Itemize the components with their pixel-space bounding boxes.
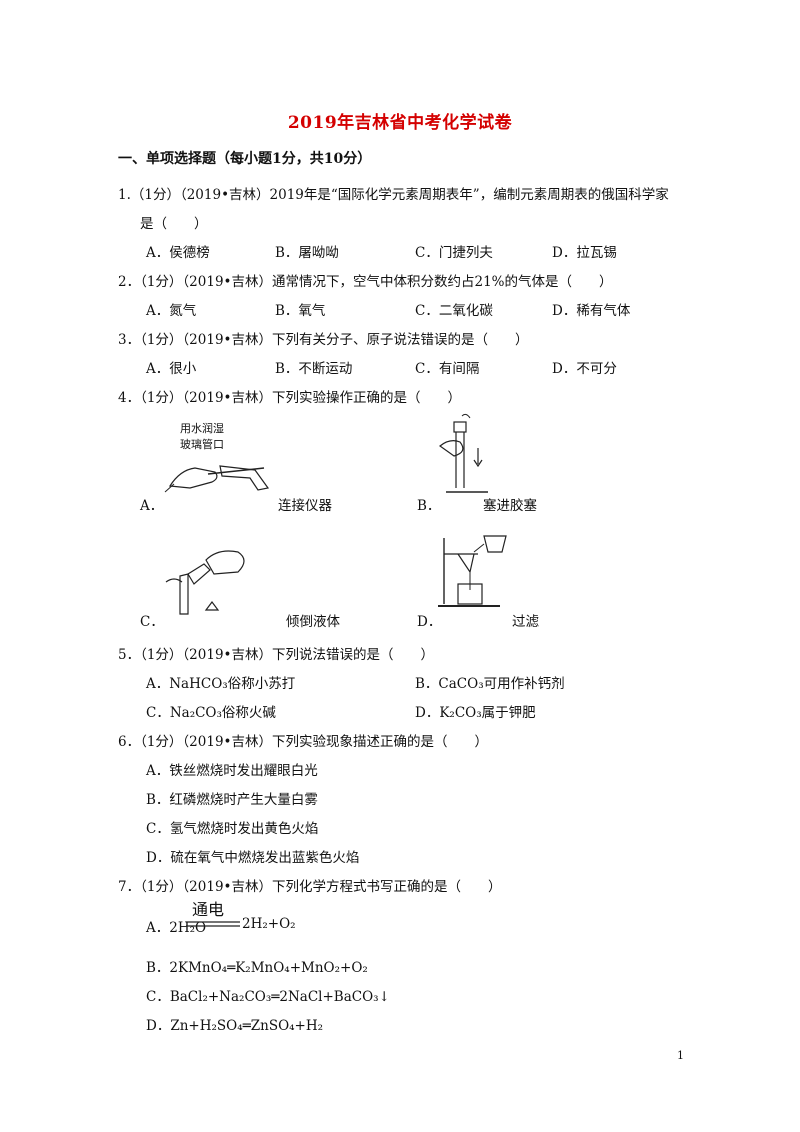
q4-stem: 4．（1分）（2019•吉林）下列实验操作正确的是（ ） — [118, 390, 461, 406]
q3-option-c: C．有间隔 — [415, 361, 480, 377]
q1-stem-line2: 是（ ） — [140, 216, 208, 232]
q5-option-a: A．NaHCO₃俗称小苏打 — [146, 676, 296, 692]
q6-option-b: B．红磷燃烧时产生大量白雾 — [146, 792, 318, 808]
q4-figure-d — [438, 535, 507, 607]
q4-figure-a — [164, 465, 270, 493]
q6-option-a: A．铁丝燃烧时发出耀眼白光 — [146, 763, 318, 779]
q4-fig-a-note2: 玻璃管口 — [180, 438, 224, 451]
q6-option-c: C．氢气燃烧时发出黄色火焰 — [146, 821, 319, 837]
q4-option-d-caption: 过滤 — [512, 614, 539, 630]
q7-option-c: C．BaCl₂+Na₂CO₃═2NaCl+BaCO₃↓ — [146, 989, 390, 1005]
q1-option-c: C．门捷列夫 — [415, 245, 493, 261]
q6-option-d: D．硫在氧气中燃烧发出蓝紫色火焰 — [146, 850, 360, 866]
q1-option-d: D．拉瓦锡 — [552, 245, 617, 261]
q2-option-a: A．氮气 — [146, 303, 197, 319]
q4-option-c-letter: C． — [140, 614, 164, 630]
q7-reaction-condition: 通电 — [192, 900, 225, 919]
section-heading: 一、单项选择题（每小题1分，共10分） — [118, 151, 372, 167]
q4-figure-c — [165, 550, 245, 615]
q2-stem: 2．（1分）（2019•吉林）通常情况下，空气中体积分数约占21%的气体是（ ） — [118, 274, 613, 290]
q4-fig-a-note1: 用水润湿 — [180, 422, 224, 435]
q4-option-c-caption: 倾倒液体 — [286, 614, 340, 630]
q3-option-d: D．不可分 — [552, 361, 617, 377]
q2-option-c: C．二氧化碳 — [415, 303, 493, 319]
q3-stem: 3．（1分）（2019•吉林）下列有关分子、原子说法错误的是（ ） — [118, 332, 529, 348]
q4-option-d-letter: D． — [417, 614, 442, 630]
q7-stem: 7．（1分）（2019•吉林）下列化学方程式书写正确的是（ ） — [118, 879, 502, 895]
q7-option-b: B．2KMnO₄═K₂MnO₄+MnO₂+O₂ — [146, 960, 368, 976]
q5-option-d: D．K₂CO₃属于钾肥 — [415, 705, 536, 721]
q3-option-a: A．很小 — [146, 361, 197, 377]
q3-option-b: B．不断运动 — [275, 361, 353, 377]
q4-option-b-letter: B． — [417, 498, 441, 514]
q1-option-a: A．侯德榜 — [146, 245, 210, 261]
q7-option-d: D．Zn+H₂SO₄═ZnSO₄+H₂ — [146, 1018, 324, 1034]
page-title: 2019年吉林省中考化学试卷 — [287, 113, 513, 133]
q1-stem-line1: 1.（1分）（2019•吉林）2019年是“国际化学元素周期表年”，编制元素周期… — [118, 187, 669, 203]
q7-option-a-left: A．2H₂O — [146, 920, 207, 936]
q7-option-a-right: 2H₂+O₂ — [242, 916, 296, 932]
q4-option-a-letter: A． — [140, 498, 164, 514]
q4-figure-b — [439, 413, 488, 493]
q5-stem: 5．（1分）（2019•吉林）下列说法错误的是（ ） — [118, 647, 434, 663]
q4-option-b-caption: 塞进胶塞 — [483, 498, 537, 514]
q1-option-b: B．屠呦呦 — [275, 245, 339, 261]
q2-option-b: B．氧气 — [275, 303, 326, 319]
q4-option-a-caption: 连接仪器 — [278, 498, 332, 514]
page-number: 1 — [677, 1049, 684, 1062]
q7-equals-sign — [186, 921, 240, 927]
q5-option-c: C．Na₂CO₃俗称火碱 — [146, 705, 276, 721]
q6-stem: 6．（1分）（2019•吉林）下列实验现象描述正确的是（ ） — [118, 734, 488, 750]
q5-option-b: B．CaCO₃可用作补钙剂 — [415, 676, 565, 692]
q2-option-d: D．稀有气体 — [552, 303, 631, 319]
